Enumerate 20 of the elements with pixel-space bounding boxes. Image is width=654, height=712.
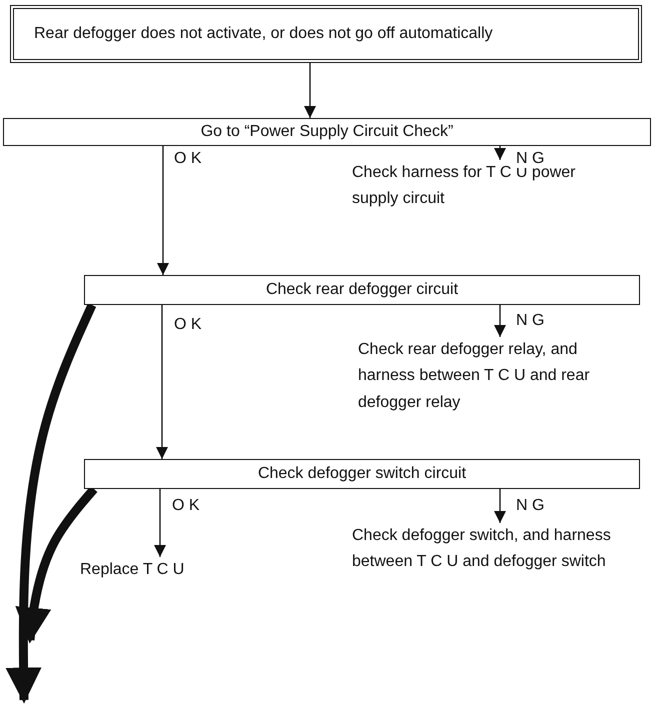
arrow xyxy=(154,489,166,557)
process-box xyxy=(84,459,640,489)
thick-arrow xyxy=(6,303,96,704)
arrow xyxy=(304,63,316,118)
start-box xyxy=(10,5,642,63)
process-box xyxy=(84,275,640,305)
action-text: Check rear defogger relay, and harness between T C U and rear defogger relay xyxy=(358,340,591,413)
box-text: Rear defogger does not activate, or does not go off automatically xyxy=(34,25,493,43)
arrow xyxy=(157,146,169,275)
arrow xyxy=(494,305,506,337)
edge-label: N G xyxy=(514,150,546,168)
box-text: Check defogger switch circuit xyxy=(258,465,466,483)
arrow xyxy=(494,489,506,523)
action-text: Replace T C U xyxy=(80,560,186,580)
arrow xyxy=(156,305,168,459)
action-text: Check defogger switch, and harness between T C U and defogger switch xyxy=(352,526,612,572)
process-box xyxy=(3,118,651,146)
box-text: Check rear defogger circuit xyxy=(266,281,458,299)
box-text: Go to “Power Supply Circuit Check” xyxy=(200,123,454,141)
arrow xyxy=(494,146,506,160)
